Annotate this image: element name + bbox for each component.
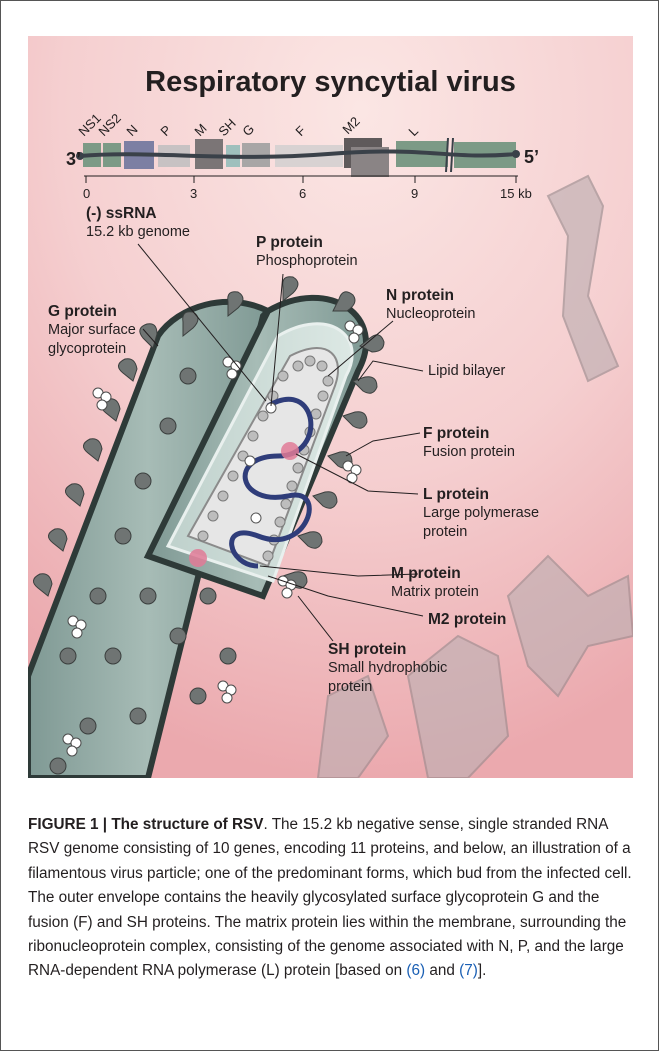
label-p-protein-sub: Phosphoprotein <box>256 252 358 271</box>
genome-tick-9: 9 <box>411 186 418 201</box>
caption-reference-6[interactable]: (6) <box>406 962 425 979</box>
label-lipid-bilayer: Lipid bilayer <box>428 362 505 381</box>
label-l-protein-sub1: Large polymerase <box>423 504 539 523</box>
label-sh-protein-head: SH protein <box>328 640 447 659</box>
label-g-protein-sub2: glycoprotein <box>48 340 136 359</box>
figure-title: Respiratory syncytial virus <box>28 66 633 99</box>
label-ssrna-sub: 15.2 kb genome <box>86 223 190 242</box>
label-p-protein: P protein Phosphoprotein <box>256 233 358 271</box>
genome-tick-0: 0 <box>83 186 90 201</box>
label-m-protein: M protein Matrix protein <box>391 564 479 602</box>
label-n-protein-head: N protein <box>386 286 475 305</box>
figure-illustration: Respiratory syncytial virus 3’ 5’ NS1 NS… <box>28 36 633 778</box>
label-p-protein-head: P protein <box>256 233 358 252</box>
caption-label: FIGURE 1 | The structure of RSV <box>28 816 263 833</box>
label-n-protein-sub: Nucleoprotein <box>386 305 475 324</box>
label-m2-protein-head: M2 protein <box>428 610 506 629</box>
label-sh-protein-sub2: protein <box>328 678 447 697</box>
label-f-protein-sub: Fusion protein <box>423 443 515 462</box>
genome-3-prime-end: 3’ <box>66 149 81 170</box>
genome-tick-6: 6 <box>299 186 306 201</box>
genome-5-prime-end: 5’ <box>524 147 539 168</box>
label-ssrna: (-) ssRNA 15.2 kb genome <box>86 204 190 242</box>
label-g-protein: G protein Major surface glycoprotein <box>48 302 136 359</box>
caption-text-1: . The 15.2 kb negative sense, single str… <box>28 816 632 979</box>
label-f-protein: F protein Fusion protein <box>423 424 515 462</box>
label-ssrna-head: (-) ssRNA <box>86 204 190 223</box>
figure-caption: FIGURE 1 | The structure of RSV. The 15.… <box>28 813 633 984</box>
label-n-protein: N protein Nucleoprotein <box>386 286 475 324</box>
label-l-protein-sub2: protein <box>423 523 539 542</box>
caption-text-2: and <box>425 962 459 979</box>
label-f-protein-head: F protein <box>423 424 515 443</box>
label-m2-protein: M2 protein <box>428 610 506 629</box>
genome-tick-3: 3 <box>190 186 197 201</box>
genome-tick-15kb: 15 kb <box>500 186 532 201</box>
label-m-protein-head: M protein <box>391 564 479 583</box>
label-g-protein-sub1: Major surface <box>48 321 136 340</box>
label-lipid-bilayer-text: Lipid bilayer <box>428 362 505 381</box>
label-g-protein-head: G protein <box>48 302 136 321</box>
label-m-protein-sub: Matrix protein <box>391 583 479 602</box>
label-sh-protein-sub1: Small hydrophobic <box>328 659 447 678</box>
label-l-protein: L protein Large polymerase protein <box>423 485 539 542</box>
caption-reference-7[interactable]: (7) <box>459 962 478 979</box>
label-sh-protein: SH protein Small hydrophobic protein <box>328 640 447 697</box>
caption-text-3: ]. <box>478 962 487 979</box>
label-l-protein-head: L protein <box>423 485 539 504</box>
